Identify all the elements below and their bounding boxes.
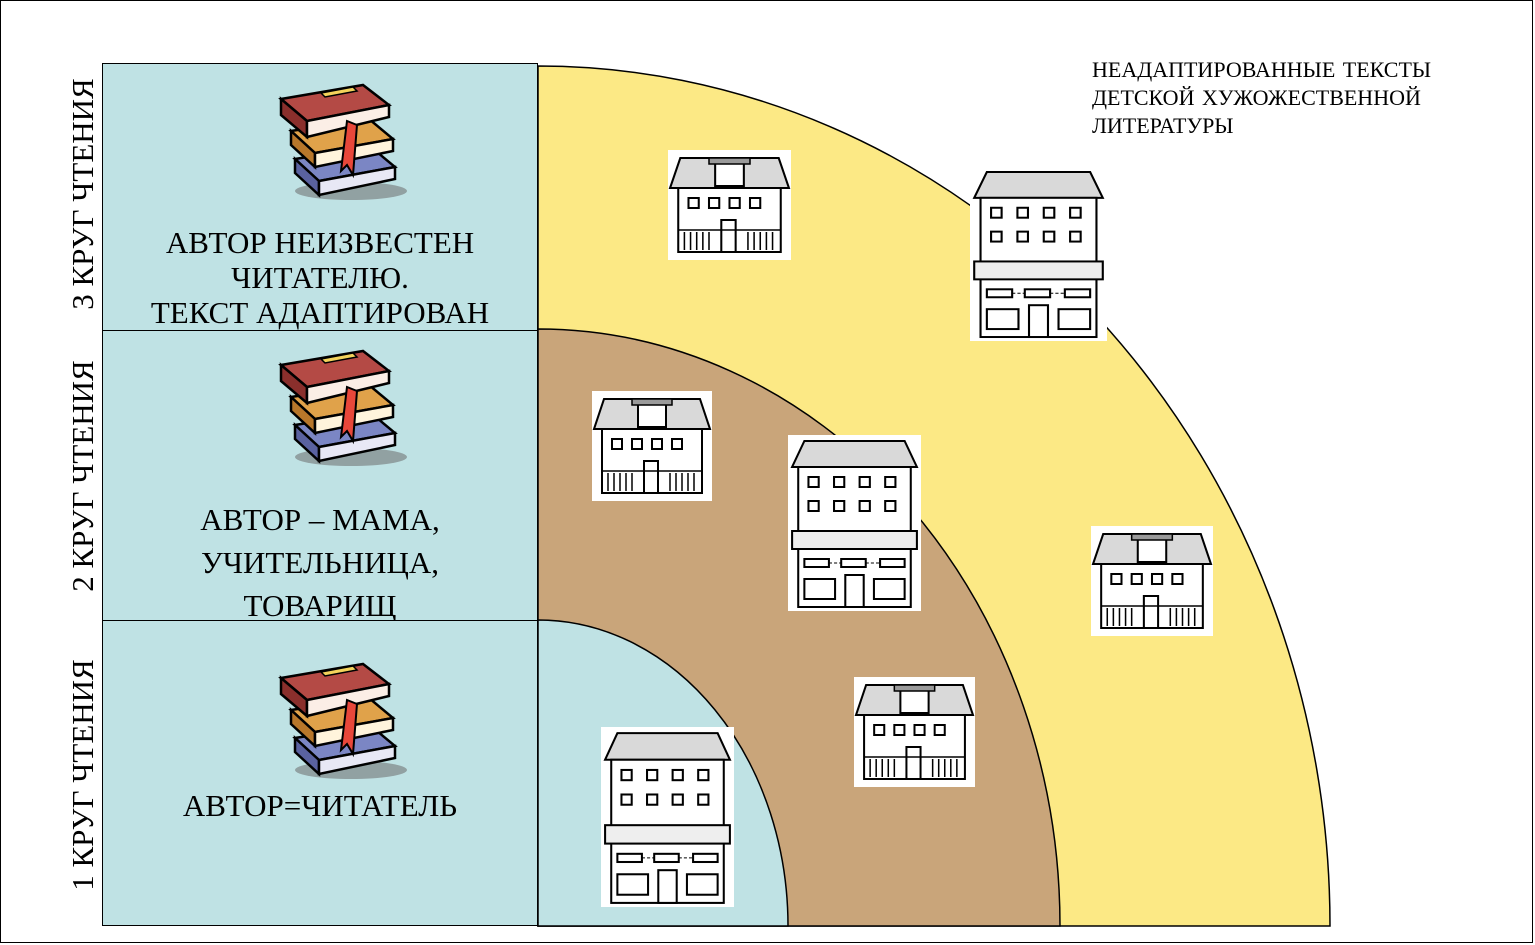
building-icon [601,727,734,907]
panel-text-line: ТОВАРИЩ [243,588,397,623]
panel-text-line: АВТОР НЕИЗВЕСТЕН [165,225,475,260]
panel-circle-2-text: АВТОР – МАМА, УЧИТЕЛЬНИЦА, ТОВАРИЩ [103,498,537,627]
side-label-text: 2 КРУГ ЧТЕНИЯ [65,360,100,592]
house-icon [592,391,712,501]
outer-circle-label: НЕАДАПТИРОВАННЫЕ ТЕКСТЫ ДЕТСКОЙ ХУЖОЖЕСТ… [1092,56,1512,140]
stack-of-books-icon [273,654,409,782]
house-icon [854,677,975,787]
panel-circle-3: АВТОР НЕИЗВЕСТЕН ЧИТАТЕЛЮ. ТЕКСТ АДАПТИР… [102,63,538,331]
panel-circle-3-text: АВТОР НЕИЗВЕСТЕН ЧИТАТЕЛЮ. ТЕКСТ АДАПТИР… [103,225,537,330]
stack-of-books-icon [273,341,409,469]
stack-of-books-icon [273,75,409,203]
house-icon [1091,526,1213,636]
side-label-circle-1: 1 КРУГ ЧТЕНИЯ [58,622,108,928]
outer-label-line: ЛИТЕРАТУРЫ [1092,113,1234,138]
house-icon [668,150,791,260]
side-label-text: 3 КРУГ ЧТЕНИЯ [65,78,100,310]
panel-circle-1: АВТОР=ЧИТАТЕЛЬ [102,620,538,926]
outer-label-line: ДЕТСКОЙ ХУЖОЖЕСТВЕННОЙ [1092,85,1421,110]
panel-circle-1-text: АВТОР=ЧИТАТЕЛЬ [103,788,537,823]
panel-text-line: ЧИТАТЕЛЮ. [231,260,409,295]
panel-text-line: АВТОР – МАМА, [200,502,440,537]
building-icon [970,166,1107,341]
panel-circle-2: АВТОР – МАМА, УЧИТЕЛЬНИЦА, ТОВАРИЩ [102,330,538,623]
outer-label-line: НЕАДАПТИРОВАННЫЕ ТЕКСТЫ [1092,57,1432,82]
building-icon [788,435,921,611]
side-label-text: 1 КРУГ ЧТЕНИЯ [65,659,100,891]
side-label-circle-3: 3 КРУГ ЧТЕНИЯ [58,56,108,332]
side-label-circle-2: 2 КРУГ ЧТЕНИЯ [58,332,108,620]
panel-text-line: ТЕКСТ АДАПТИРОВАН [150,295,490,330]
panel-text-line: УЧИТЕЛЬНИЦА, [200,545,440,580]
panel-text-line: АВТОР=ЧИТАТЕЛЬ [182,788,458,823]
